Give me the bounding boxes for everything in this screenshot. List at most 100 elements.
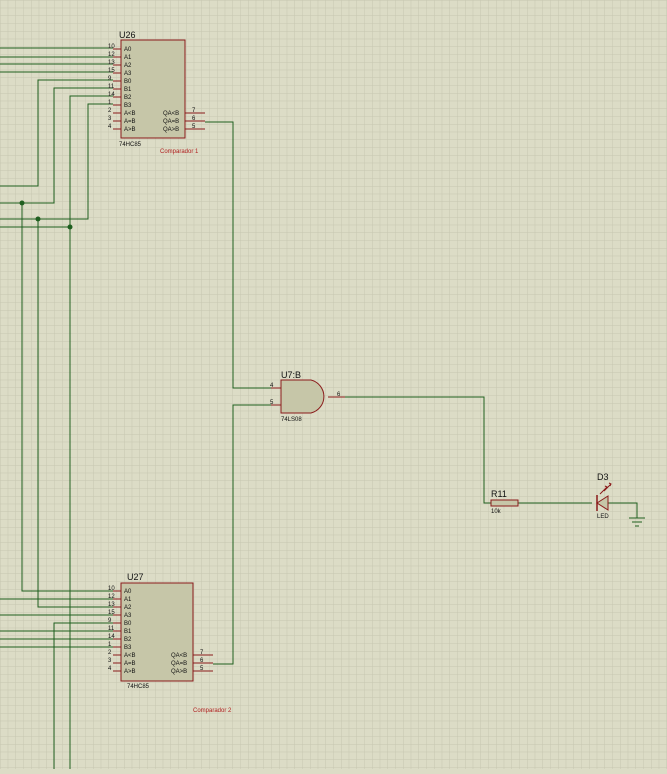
u26-pinnum-13: 13 <box>108 60 115 66</box>
ground-icon <box>629 517 645 527</box>
u26-pinnum-1: 1 <box>108 100 112 106</box>
led-value: LED <box>597 514 609 520</box>
and-gate-pin-in2: 5 <box>270 400 274 406</box>
u27-pin-label: B0 <box>124 621 132 627</box>
u26-pinnum-9: 9 <box>108 76 112 82</box>
u26-pin-label: A<B <box>124 111 136 117</box>
junction-dot <box>19 200 25 206</box>
u27-body <box>120 582 194 682</box>
u26-pin-label: B0 <box>124 79 132 85</box>
junction-dot <box>67 224 73 230</box>
wire-u27-qaeqb[interactable] <box>213 404 271 665</box>
u26-pin-label: QA=B <box>163 119 179 125</box>
u27-part: 74HC85 <box>127 684 150 690</box>
u27-pin-label: QA>B <box>171 669 187 675</box>
u26-pinnum-4: 4 <box>108 124 112 130</box>
u27-pinnum-7: 7 <box>200 650 204 656</box>
u26-pin-label: QA>B <box>163 127 179 133</box>
u26-pin-label: A3 <box>124 71 132 77</box>
u26-pin-label: A0 <box>124 47 132 53</box>
led-arrows-icon <box>599 482 612 495</box>
resistor-body <box>490 499 519 507</box>
u27-pinnum-4: 4 <box>108 666 112 672</box>
u27-pin-label: A<B <box>124 653 136 659</box>
u26-pin-label: B1 <box>124 87 132 93</box>
wire-u26-b0[interactable] <box>0 79 113 187</box>
u27-pinnum-3: 3 <box>108 658 112 664</box>
u26-pin-label: B2 <box>124 95 132 101</box>
wire-u26-qaeqb[interactable] <box>205 121 271 389</box>
u27-pinnum-9: 9 <box>108 618 112 624</box>
and-gate-pin-out: 6 <box>337 392 341 398</box>
u27-label: Comparador 2 <box>193 708 232 714</box>
u27-pinnum-11: 11 <box>108 626 115 632</box>
u27-pin-label: A1 <box>124 597 132 603</box>
u26-pin-label: QA<B <box>163 111 179 117</box>
u26-pinnum-12: 12 <box>108 52 115 58</box>
and-gate-part: 74LS08 <box>281 417 302 423</box>
wires <box>0 47 638 769</box>
led-triangle <box>596 495 609 511</box>
u26-pinnum-11: 11 <box>108 84 115 90</box>
wire-u26-b3[interactable] <box>0 103 113 220</box>
and-gate-u7b[interactable]: U7:B 74LS08 4 5 6 <box>270 370 345 423</box>
u26-pinnum-3: 3 <box>108 116 112 122</box>
u27-pinnum-6: 6 <box>200 658 204 664</box>
u26-pinnum-10: 10 <box>108 44 115 50</box>
u27-pin-label: QA<B <box>171 653 187 659</box>
wire-u27-b0[interactable] <box>53 622 113 769</box>
u27-pin-label: QA=B <box>171 661 187 667</box>
led-d3[interactable]: D3 LED <box>596 472 612 520</box>
led-ref: D3 <box>597 472 609 482</box>
u26-pin-label: A>B <box>124 127 136 133</box>
and-gate-pins <box>271 387 345 406</box>
u26-label: Comparador 1 <box>160 149 199 155</box>
and-gate-body <box>280 379 325 414</box>
u26-pinnum-2: 2 <box>108 108 112 114</box>
u27-pinnum-15: 15 <box>108 610 115 616</box>
u27-pin-label: A3 <box>124 613 132 619</box>
u27-ref: U27 <box>127 572 144 582</box>
u26-body <box>120 39 186 139</box>
and-gate-pin-in1: 4 <box>270 383 274 389</box>
u26-part: 74HC85 <box>119 142 142 148</box>
u27-pin-label: A>B <box>124 669 136 675</box>
and-gate-ref: U7:B <box>281 370 301 380</box>
u27-pin-label: A0 <box>124 589 132 595</box>
u27-pinnum-2: 2 <box>108 650 112 656</box>
wire-and-out[interactable] <box>345 396 491 504</box>
u26-ref: U26 <box>119 30 136 40</box>
u27-pinnum-10: 10 <box>108 586 115 592</box>
u27-pin-label: B2 <box>124 637 132 643</box>
u26-pin-label: A2 <box>124 63 132 69</box>
wire-u26-b1[interactable] <box>0 87 113 204</box>
u26-pin-label: A=B <box>124 119 136 125</box>
u26-pinnum-7: 7 <box>192 108 196 114</box>
u27-pinnum-13: 13 <box>108 602 115 608</box>
u27-pin-label: B1 <box>124 629 132 635</box>
u26-pinnum-6: 6 <box>192 116 196 122</box>
u26-pin-label: A1 <box>124 55 132 61</box>
u27-pinnum-12: 12 <box>108 594 115 600</box>
wire-d3-gnd[interactable] <box>608 502 638 518</box>
u26-pinnum-14: 14 <box>108 92 115 98</box>
u27-pinnum-1: 1 <box>108 642 112 648</box>
wire-u26-b2[interactable] <box>0 95 113 228</box>
u27-pin-label: A=B <box>124 661 136 667</box>
u27-pin-label: B3 <box>124 645 132 651</box>
wire-bus-u27-a0[interactable] <box>21 203 113 592</box>
resistor-ref: R11 <box>491 489 507 499</box>
wire-bus-u27-a2[interactable] <box>37 219 113 608</box>
resistor-value: 10k <box>491 509 502 515</box>
resistor-r11[interactable]: R11 10k <box>490 489 519 515</box>
junction-dot <box>35 216 41 222</box>
